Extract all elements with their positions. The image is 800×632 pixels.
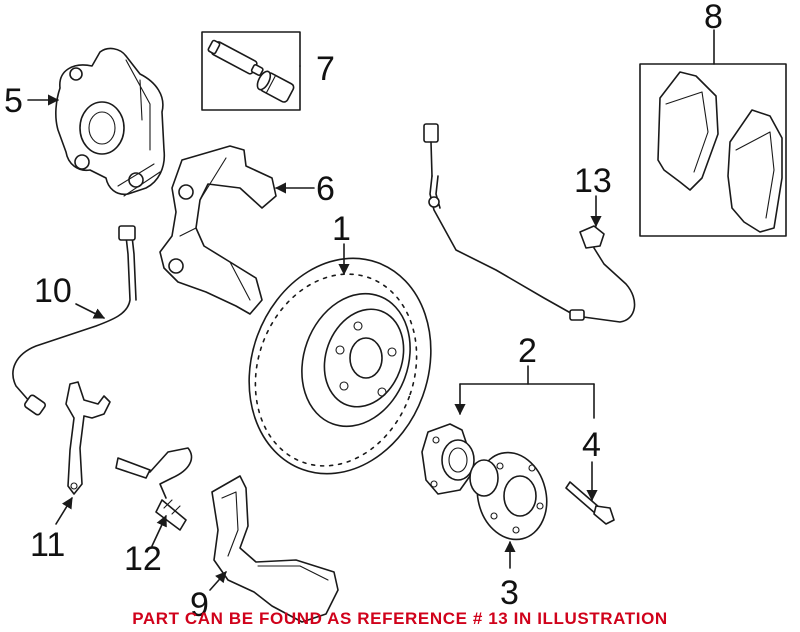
callout-8: 8 [704,0,723,36]
callout-11: 11 [30,526,65,564]
hub-bolt-part [565,481,615,525]
guide-pin-kit-part [201,31,301,111]
caliper-part [55,47,166,197]
reference-caption: PART CAN BE FOUND AS REFERENCE # 13 IN I… [132,609,668,628]
brake-rotor-part [248,257,432,475]
callout-13: 13 [574,162,612,200]
abs-sensor-part [423,123,636,323]
hose-bracket-part [65,381,111,495]
callout-4: 4 [582,426,601,464]
splash-shield-part [211,475,339,623]
callout-6: 6 [316,170,335,208]
brake-hose-part [12,225,137,416]
caliper-bracket-part [159,145,277,315]
hub-bearing-part [421,423,475,495]
callout-1: 1 [332,210,351,248]
callout-2: 2 [518,332,537,370]
callout-3: 3 [500,574,519,612]
callout-5: 5 [4,82,23,120]
wear-sensor-part [115,447,193,531]
leader-lines [27,29,715,591]
callout-10: 10 [34,272,72,310]
callout-9: 9 [190,586,209,624]
hub-flange-part [469,451,548,541]
callout-12: 12 [124,540,162,578]
brake-pads-part [639,63,787,237]
callout-7: 7 [316,50,335,88]
